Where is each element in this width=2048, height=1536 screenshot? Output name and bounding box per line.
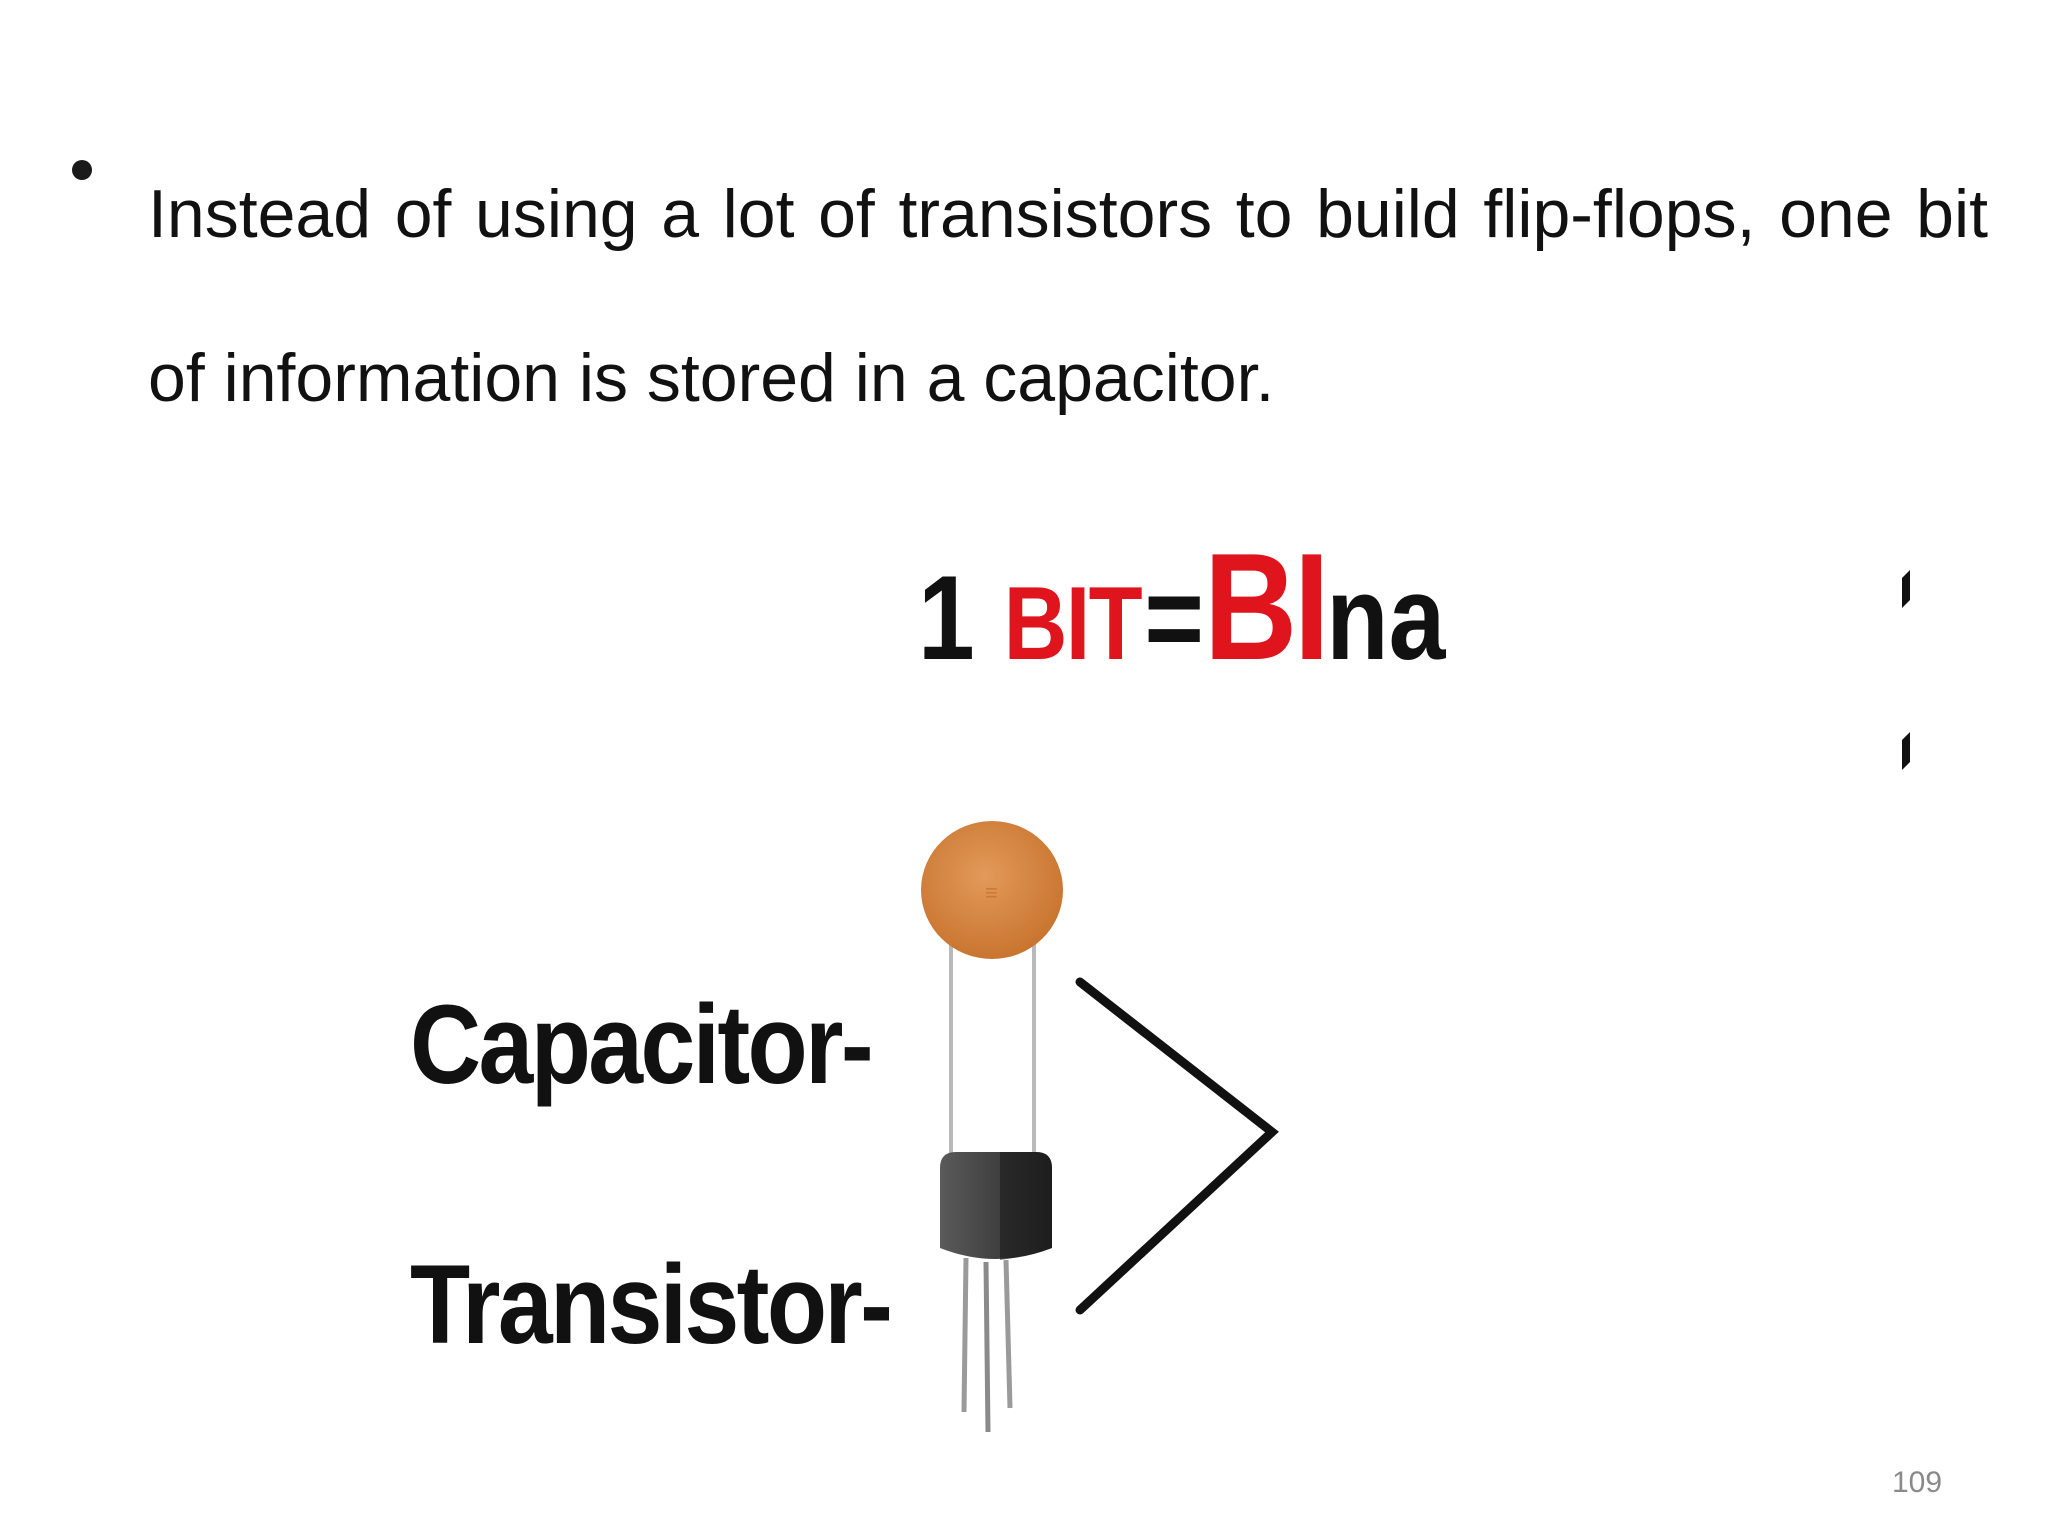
transistor-leg-middle [983, 1261, 991, 1433]
figure-drawing: ≡ [921, 570, 1910, 1433]
formula-na: na [1326, 551, 1446, 685]
bullet-point-icon [72, 160, 92, 180]
bullet-text: Instead of using a lot of transistors to… [148, 176, 1988, 416]
transistor-leg-right [1003, 1259, 1013, 1409]
capacitor-label: Capacitor- [410, 982, 874, 1107]
formula-one: 1 [918, 551, 975, 685]
formula-equals: = [1144, 551, 1204, 685]
transistor-label: Transistor- [410, 1242, 893, 1367]
formula-bi: BI [1203, 522, 1330, 690]
transistor-leg-left [961, 1257, 969, 1413]
capacitor-disc [921, 821, 1063, 959]
tick-mark-bottom [1902, 732, 1910, 770]
page-number: 109 [1892, 1466, 1943, 1499]
formula-bit: BIT [1003, 566, 1143, 682]
svg-text:≡: ≡ [985, 880, 998, 905]
tick-mark-top [1902, 570, 1910, 608]
angle-bracket [1075, 977, 1279, 1315]
capacitor-transistor-figure: ≡ Capacitor- Transistor- [380, 540, 1920, 1460]
